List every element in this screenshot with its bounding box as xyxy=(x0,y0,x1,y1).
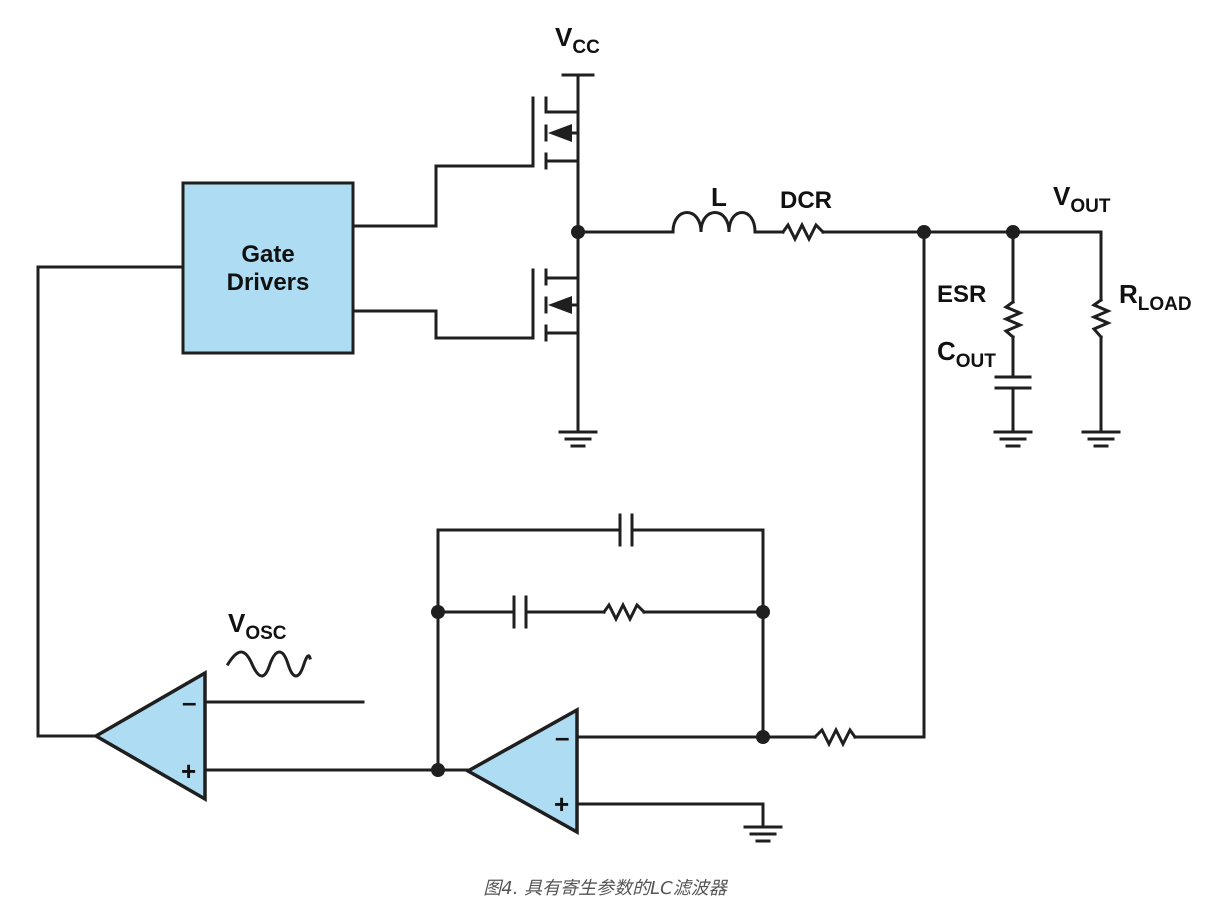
outer-comp-left-wire xyxy=(436,528,619,772)
outer-comp-right-wire xyxy=(633,528,765,739)
vout-label: VOUT xyxy=(1053,181,1111,217)
comparator-output-wire xyxy=(36,265,185,738)
compensation-capacitor-icon xyxy=(512,595,528,629)
ground-icon xyxy=(993,430,1033,448)
pwm-comparator-icon xyxy=(92,669,207,803)
figure-caption: 图4. 具有寄生参数的LC滤波器 xyxy=(483,878,728,899)
comparator-plus-sign: + xyxy=(181,756,196,786)
compensation-resistor-icon xyxy=(601,601,647,623)
gate-drivers-block xyxy=(181,181,355,355)
dcr-resistor-icon xyxy=(780,221,826,243)
error-amp-minus-sign: – xyxy=(555,722,569,752)
comp-right-junction xyxy=(756,605,770,619)
ground-icon xyxy=(558,430,598,448)
ground-icon xyxy=(1081,430,1121,448)
inductor-label: L xyxy=(711,182,727,212)
high-side-mosfet-icon xyxy=(531,96,580,170)
compensation-capacitor-icon xyxy=(618,513,634,547)
high-gate-wire xyxy=(351,164,535,228)
gate-drivers-label-line2: Drivers xyxy=(227,269,310,296)
cout-label: COUT xyxy=(937,336,996,372)
rload-label: RLOAD xyxy=(1119,279,1192,315)
dcr-label: DCR xyxy=(780,187,832,214)
error-amp-output-junction xyxy=(431,763,445,777)
input-resistor-icon xyxy=(812,726,858,748)
esr-resistor-icon xyxy=(1002,299,1024,340)
low-gate-wire xyxy=(351,309,535,340)
low-side-mosfet-icon xyxy=(531,268,580,342)
comp-left-junction xyxy=(431,605,445,619)
rload-resistor-icon xyxy=(1090,297,1112,340)
ground-icon xyxy=(743,825,783,843)
vosc-label: VOSC xyxy=(228,608,287,644)
gate-drivers-label-line1: Gate xyxy=(241,241,294,268)
output-capacitor-icon xyxy=(994,375,1032,390)
error-amplifier-icon xyxy=(464,707,579,835)
vcc-rail xyxy=(561,73,595,114)
esr-label: ESR xyxy=(937,281,986,308)
sawtooth-wave-icon xyxy=(225,650,312,678)
error-amp-plus-ground-wire xyxy=(576,802,765,827)
inductor-icon xyxy=(671,211,757,234)
comparator-minus-sign: – xyxy=(182,687,196,717)
error-amp-plus-sign: + xyxy=(554,789,569,819)
vcc-label: VCC xyxy=(555,22,600,58)
